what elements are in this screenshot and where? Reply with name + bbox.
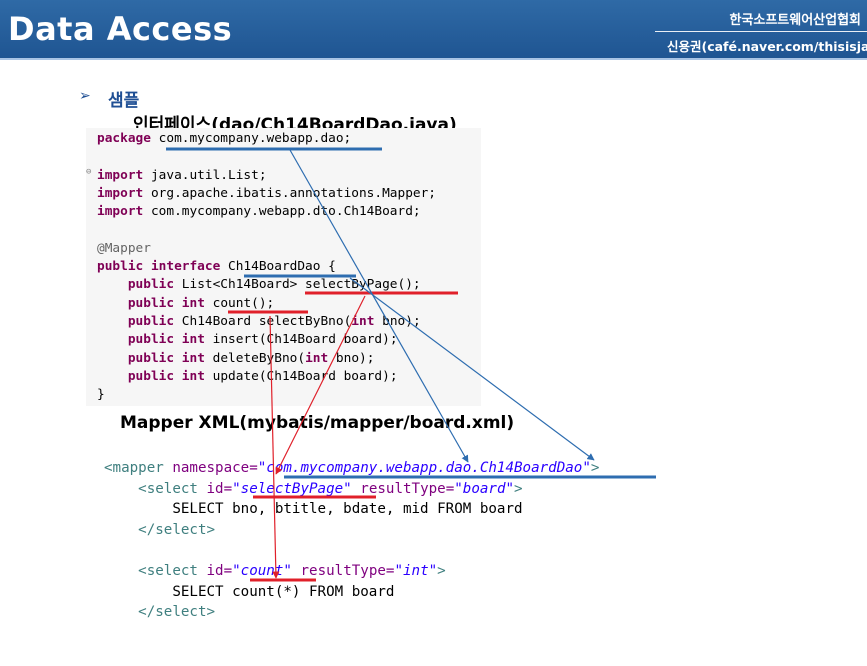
code-line: <select id="selectByPage" resultType="bo… <box>138 480 523 497</box>
code-line: @Mapper <box>97 240 151 256</box>
section-heading: 샘플 <box>108 91 140 111</box>
code-line: public int insert(Ch14Board board); <box>127 332 398 348</box>
header-underline <box>0 58 867 60</box>
code-line: public int count(); <box>127 295 275 311</box>
code-line: public List<Ch14Board> selectByPage(); <box>127 277 421 293</box>
code-line: import java.util.List; <box>97 167 267 183</box>
code-line: </select> <box>138 604 216 621</box>
code-line: package com.mycompany.webapp.dao; <box>97 131 352 146</box>
xml-code-block: <mapper namespace="com.mycompany.webapp.… <box>104 458 599 623</box>
fold-marker-icon: ⊖ <box>86 167 92 177</box>
code-line: <select id="count" resultType="int"> <box>138 562 446 579</box>
author-credit: 신용권(café.naver.com/thisisjava) <box>667 39 867 54</box>
code-line: SELECT bno, btitle, bdate, mid FROM boar… <box>172 501 523 518</box>
code-line: </select> <box>138 521 216 538</box>
xml-caption: Mapper XML(mybatis/mapper/board.xml) <box>120 413 515 433</box>
code-line: public Ch14Board selectByBno(int bno); <box>127 313 421 329</box>
header-divider <box>655 31 867 32</box>
code-line: public int deleteByBno(int bno); <box>127 350 375 366</box>
header-credit-box: 한국소프트웨어산업협회 신용권(café.naver.com/thisisjav… <box>655 0 867 58</box>
bullet-arrow-icon: ➢ <box>79 88 91 104</box>
code-line: import com.mycompany.webapp.dto.Ch14Boar… <box>97 204 421 220</box>
code-line: import org.apache.ibatis.annotations.Map… <box>97 185 437 201</box>
code-line: SELECT count(*) FROM board <box>172 583 395 600</box>
code-line: public int update(Ch14Board board); <box>127 368 398 384</box>
java-code-block: package com.mycompany.webapp.dao; import… <box>97 130 436 404</box>
slide-header: Data Access 한국소프트웨어산업협회 신용권(café.naver.c… <box>0 0 867 58</box>
xml-code-panel <box>100 452 665 624</box>
code-line: } <box>97 387 105 403</box>
code-line: <mapper namespace="com.mycompany.webapp.… <box>104 460 600 476</box>
organization-name: 한국소프트웨어산업협회 <box>729 13 861 28</box>
slide-title: Data Access <box>8 10 233 48</box>
code-line: public interface Ch14BoardDao { <box>97 259 336 275</box>
